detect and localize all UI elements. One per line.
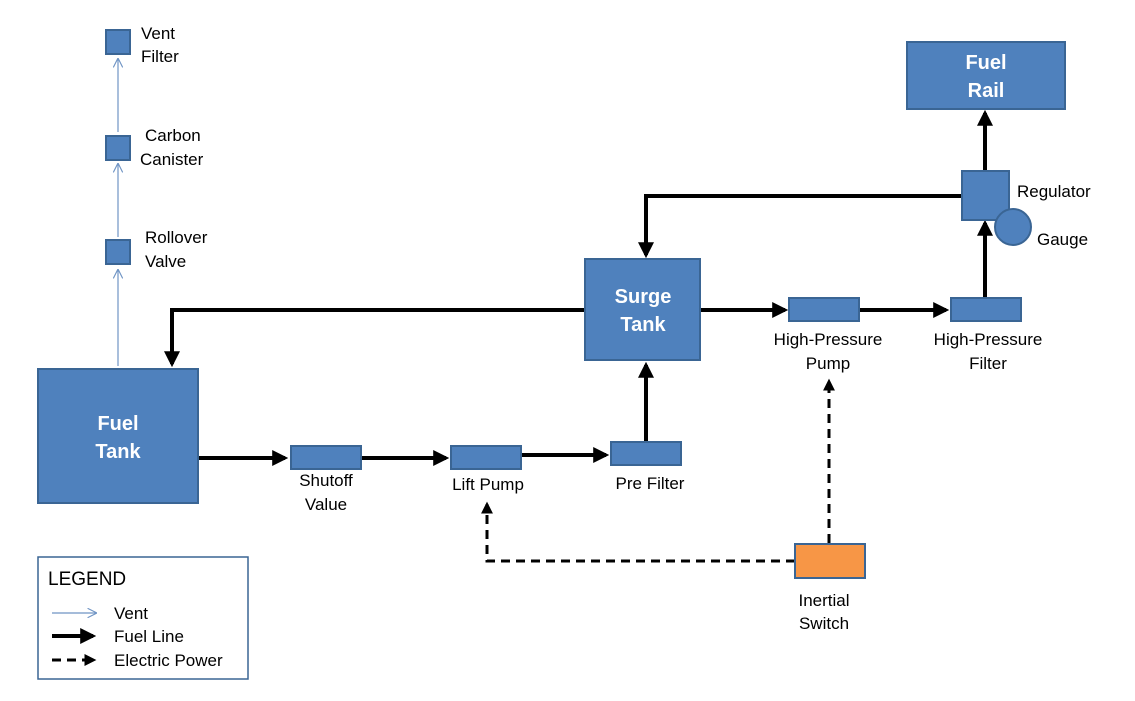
pre-filter: Pre Filter <box>610 441 685 493</box>
svg-text:Vent: Vent <box>141 24 175 43</box>
svg-text:Regulator: Regulator <box>1017 182 1091 201</box>
svg-text:Filter: Filter <box>969 354 1007 373</box>
svg-text:Tank: Tank <box>620 314 666 336</box>
surge-tank: Surge Tank <box>584 258 701 361</box>
svg-text:Filter: Filter <box>141 47 179 66</box>
svg-text:Value: Value <box>305 495 347 514</box>
svg-text:Gauge: Gauge <box>1037 230 1088 249</box>
lift-pump: Lift Pump <box>450 445 524 494</box>
high-pressure-filter: High-Pressure Filter <box>934 297 1043 373</box>
legend: LEGEND Vent Fuel Line Electric Power <box>37 556 249 680</box>
inertial-switch: Inertial Switch <box>794 543 866 633</box>
fuel-line-surge-return-to-tank <box>164 308 585 368</box>
vent-filter: Vent Filter <box>105 24 179 66</box>
svg-text:High-Pressure: High-Pressure <box>774 330 883 349</box>
legend-electric-power-label: Electric Power <box>114 651 223 670</box>
svg-text:Pre Filter: Pre Filter <box>616 474 685 493</box>
svg-text:Rail: Rail <box>968 80 1005 102</box>
svg-text:Switch: Switch <box>799 614 849 633</box>
svg-text:Rollover: Rollover <box>145 228 208 247</box>
fuel-line-regulator-return-to-surge <box>638 194 962 259</box>
svg-text:Canister: Canister <box>140 150 204 169</box>
regulator: Regulator <box>961 170 1091 221</box>
gauge: Gauge <box>994 208 1088 249</box>
shutoff-valve: Shutoff Value <box>290 445 362 514</box>
fuel-tank: Fuel Tank <box>37 368 199 504</box>
svg-text:Fuel: Fuel <box>965 52 1006 74</box>
fuel-rail: Fuel Rail <box>906 41 1066 110</box>
svg-text:Lift Pump: Lift Pump <box>452 475 524 494</box>
carbon-canister: Carbon Canister <box>105 126 204 169</box>
svg-text:Valve: Valve <box>145 252 186 271</box>
svg-text:Shutoff: Shutoff <box>299 471 353 490</box>
svg-text:Carbon: Carbon <box>145 126 201 145</box>
legend-vent-label: Vent <box>114 604 148 623</box>
svg-text:Inertial: Inertial <box>798 591 849 610</box>
high-pressure-pump: High-Pressure Pump <box>774 297 883 373</box>
power-line-switch-to-lift-pump <box>481 501 795 563</box>
rollover-valve: Rollover Valve <box>105 228 208 271</box>
svg-text:Fuel: Fuel <box>97 413 138 435</box>
svg-text:Pump: Pump <box>806 354 850 373</box>
svg-text:Tank: Tank <box>95 441 141 463</box>
legend-title: LEGEND <box>48 569 126 590</box>
svg-text:Surge: Surge <box>615 286 672 308</box>
legend-fuel-line-label: Fuel Line <box>114 627 184 646</box>
svg-text:High-Pressure: High-Pressure <box>934 330 1043 349</box>
